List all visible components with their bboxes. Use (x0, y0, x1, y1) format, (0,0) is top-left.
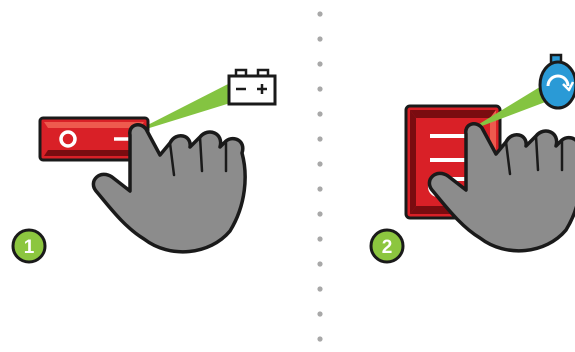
divider-dot (317, 61, 323, 67)
divider-dot (317, 111, 323, 117)
step-1-panel: 1 (11, 68, 277, 264)
divider-dot (317, 311, 323, 317)
divider-dotted-line (317, 11, 323, 342)
step-1-green-beam (130, 82, 240, 134)
divider-dot (317, 286, 323, 292)
divider-dot (317, 86, 323, 92)
step-1-number-badge: 1 (11, 228, 47, 264)
switch-off-symbol (59, 130, 77, 148)
water-tank-icon (538, 53, 575, 110)
divider-dot (317, 336, 323, 342)
divider-dot (317, 36, 323, 42)
divider-dot (317, 261, 323, 267)
step-2-panel: 2 (369, 53, 575, 264)
step-1-hand-pointer-icon (91, 122, 247, 254)
battery-icon (227, 68, 277, 106)
divider-dot (317, 11, 323, 17)
divider-dot (317, 186, 323, 192)
divider-dot (317, 236, 323, 242)
step-1-number-label: 1 (24, 237, 35, 258)
step-2-number-label: 2 (382, 237, 393, 258)
step-1-rocker-switch (38, 116, 150, 162)
divider-dot (317, 136, 323, 142)
divider-dot (317, 211, 323, 217)
divider-dot (317, 161, 323, 167)
step-2-number-badge: 2 (369, 228, 405, 264)
step-2-green-beam (466, 82, 556, 132)
step-2-hand-pointer-icon (427, 121, 575, 253)
